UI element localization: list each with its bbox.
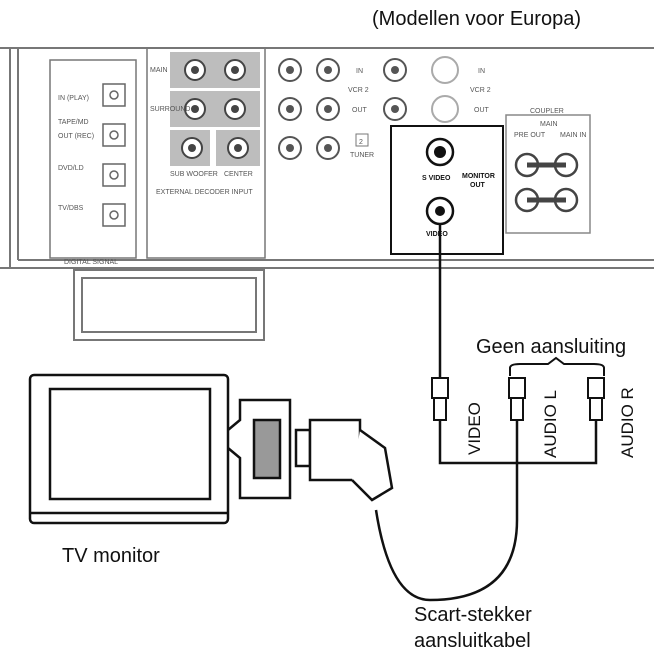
video-plug-label: VIDEO <box>465 402 484 455</box>
tv-monitor <box>28 373 292 525</box>
audio-l-plug-label: AUDIO L <box>541 389 560 458</box>
audio-r-plug-label: AUDIO R <box>618 387 637 458</box>
tv-monitor-label: TV monitor <box>62 545 160 567</box>
no-connection-label: Geen aansluiting <box>476 336 627 358</box>
receiver-rear-panel <box>0 47 654 269</box>
rca-plugs <box>431 377 605 421</box>
vcr2-jacks <box>278 56 459 160</box>
scart-plug <box>294 418 394 502</box>
receiver-foot <box>73 269 265 341</box>
monitor-out-box <box>390 125 504 255</box>
external-decoder-panel <box>146 47 266 259</box>
scart-label-line1: Scart-stekker <box>414 604 532 626</box>
coupler-panel <box>505 114 591 234</box>
no-connection-bracket <box>509 356 605 376</box>
digital-signal-panel <box>49 59 137 259</box>
region-caption: (Modellen voor Europa) <box>372 8 581 30</box>
scart-label-line2: aansluitkabel <box>414 630 531 652</box>
audio-cable <box>374 420 519 602</box>
